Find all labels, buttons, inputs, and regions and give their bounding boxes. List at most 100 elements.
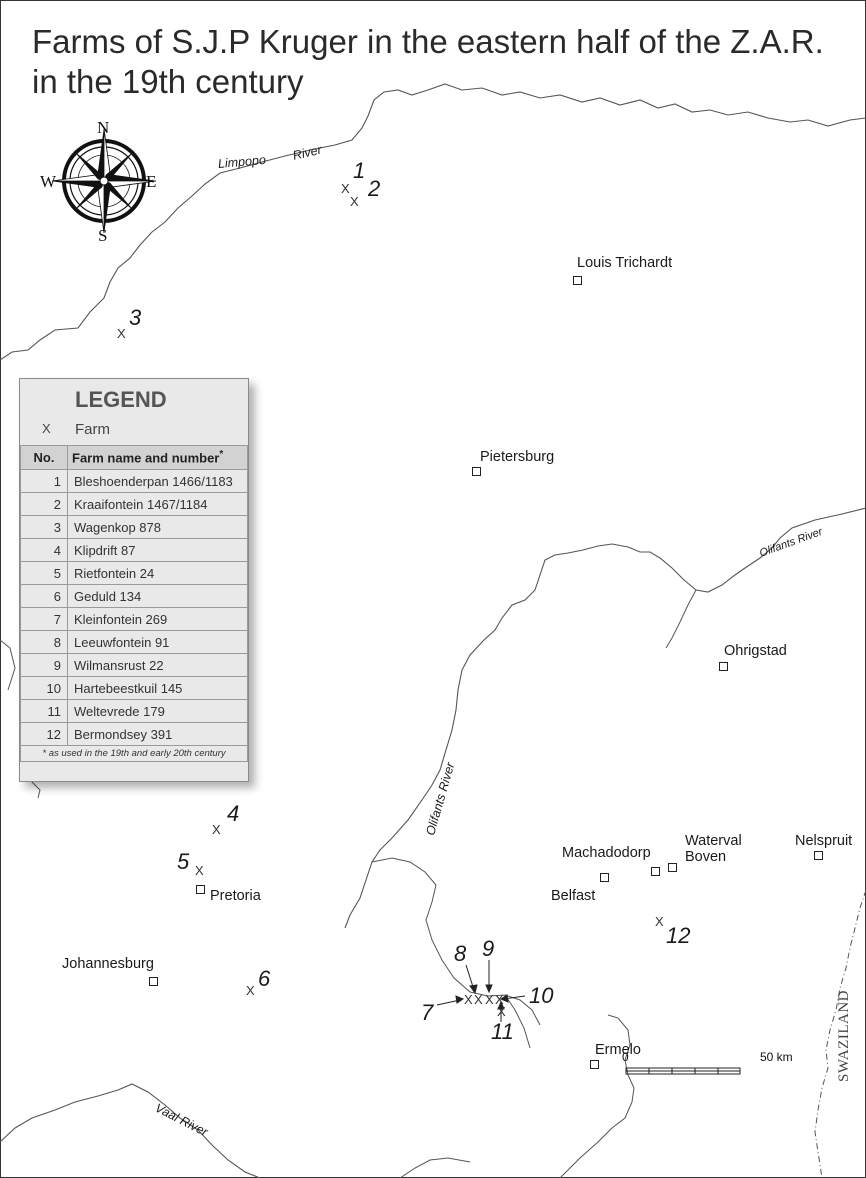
place-louis-trichardt: Louis Trichardt	[577, 255, 673, 271]
legend-row-name: Wagenkop 878	[67, 515, 248, 539]
farm-number-3: 3	[129, 305, 142, 330]
farm-marker-7: X	[464, 992, 473, 1007]
vaal-river-2	[399, 1157, 471, 1178]
place-pietersburg: Pietersburg	[480, 449, 555, 465]
legend-row-name: Bleshoenderpan 1466/1183	[67, 469, 248, 493]
map-title-line-2: in the 19th century	[32, 63, 304, 100]
place-johannesburg: Johannesburg	[62, 956, 154, 972]
legend-farm-label: Farm	[75, 421, 110, 438]
farm-number-1: 1	[353, 158, 366, 183]
vaal-river	[0, 1083, 261, 1178]
farm-number-2: 2	[368, 176, 381, 201]
farm-marker-11: X	[497, 1004, 506, 1019]
legend-col-name: Farm name and number*	[67, 445, 248, 470]
legend-footnote: * as used in the 19th and early 20th cen…	[20, 745, 248, 762]
place-machadodorp: Machadodorp	[562, 845, 651, 861]
machadodorp-marker	[600, 873, 609, 882]
legend-title: LEGEND	[75, 387, 167, 412]
farm-marker-2: X	[350, 194, 359, 209]
legend-row-name: Hartebeestkuil 145	[67, 676, 248, 700]
ermelo-marker	[590, 1060, 599, 1069]
legend-row-number: 3	[20, 515, 68, 539]
farm-number-8: 8	[454, 941, 467, 966]
farm-number-9: 9	[482, 936, 495, 961]
map-title: Farms of S.J.P Kruger in the eastern hal…	[32, 22, 824, 102]
farm-marker-9: X	[485, 992, 494, 1007]
place-nelspruit: Nelspruit	[795, 833, 853, 849]
farm-number-12: 12	[666, 923, 691, 948]
legend: LEGEND X Farm No. Farm name and number* …	[19, 378, 249, 782]
farm-number-6: 6	[258, 966, 271, 991]
place-pretoria: Pretoria	[210, 888, 261, 904]
legend-row-number: 10	[20, 676, 68, 700]
legend-row-name: Leeuwfontein 91	[67, 630, 248, 654]
scale-bar	[625, 1067, 741, 1075]
legend-row-number: 1	[20, 469, 68, 493]
legend-row-number: 2	[20, 492, 68, 516]
legend-asterisk: *	[219, 449, 224, 461]
belfast-marker	[651, 867, 660, 876]
west-border	[0, 639, 41, 799]
farm-number-5: 5	[177, 849, 190, 874]
farm-marker-6: X	[246, 983, 255, 998]
nelspruit-marker	[814, 851, 823, 860]
legend-row-name: Wilmansrust 22	[67, 653, 248, 677]
farm-marker-5: X	[195, 863, 204, 878]
olifants-tributary	[665, 589, 697, 649]
legend-row-name: Bermondsey 391	[67, 722, 248, 746]
scale-start-label: 0	[622, 1050, 629, 1064]
johannesburg-marker	[149, 977, 158, 986]
pretoria-marker	[196, 885, 205, 894]
compass-north: N	[97, 118, 110, 137]
legend-row-number: 7	[20, 607, 68, 631]
legend-row-name: Weltevrede 179	[67, 699, 248, 723]
place-waterval-boven-line-2: Boven	[685, 849, 727, 865]
farm-marker-4: X	[212, 822, 221, 837]
swaziland-border	[814, 889, 866, 1178]
farm-marker-10: X	[495, 992, 504, 1007]
map-title-line-1: Farms of S.J.P Kruger in the eastern hal…	[32, 23, 824, 60]
farm-arrows	[436, 960, 526, 1022]
place-swaziland: SWAZILAND	[836, 990, 852, 1082]
legend-footnote-row: * as used in the 19th and early 20th cen…	[20, 745, 248, 762]
compass-west: W	[40, 172, 57, 191]
legend-row-name: Rietfontein 24	[67, 561, 248, 585]
legend-row-number: 8	[20, 630, 68, 654]
olifants-lower-branch	[504, 994, 531, 1049]
limpopo-border	[0, 83, 866, 361]
farm-number-11: 11	[491, 1019, 514, 1044]
farm-marker-12: X	[655, 914, 664, 929]
farm-number-7: 7	[421, 1000, 434, 1025]
legend-row-number: 6	[20, 584, 68, 608]
legend-row-number: 4	[20, 538, 68, 562]
legend-row-number: 5	[20, 561, 68, 585]
legend-row-name: Kleinfontein 269	[67, 607, 248, 631]
louis-trichardt-marker	[573, 276, 582, 285]
compass-rose-icon	[51, 128, 157, 234]
ermelo-river	[559, 1014, 635, 1178]
compass-south: S	[98, 226, 108, 245]
legend-row-name: Kraaifontein 1467/1184	[67, 492, 248, 516]
legend-row-name: Geduld 134	[67, 584, 248, 608]
legend-row-number: 11	[20, 699, 68, 723]
pietersburg-marker	[472, 467, 481, 476]
place-waterval-boven-line-1: Waterval	[685, 833, 742, 849]
legend-row-name: Klipdrift 87	[67, 538, 248, 562]
legend-farm-marker: X	[42, 421, 51, 436]
legend-row-number: 9	[20, 653, 68, 677]
compass-east: E	[146, 172, 157, 191]
